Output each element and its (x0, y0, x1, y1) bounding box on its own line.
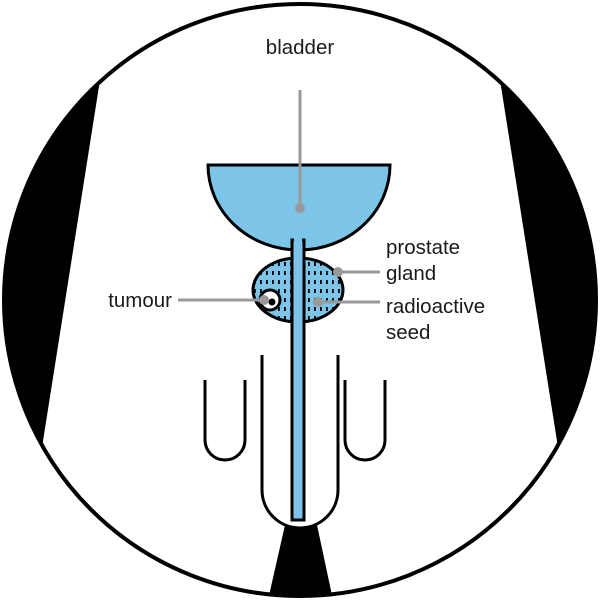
seed-label-line2: seed (386, 321, 430, 344)
urethra (290, 238, 306, 522)
bladder-leader-dot (295, 203, 305, 213)
left-scrotal-outline (203, 380, 247, 462)
tumour-label: tumour (108, 289, 172, 312)
tumour-leader-dot (259, 295, 269, 305)
bladder-label: bladder (266, 36, 335, 59)
rectum-shape (268, 525, 333, 597)
right-scrotal-outline (343, 380, 387, 462)
prostate-leader-dot (333, 267, 343, 277)
urethra-neck (294, 230, 302, 250)
prostate-label-line1: prostate (386, 236, 460, 259)
seed-label-line1: radioactive (386, 295, 485, 318)
prostate-label-line2: gland (386, 262, 436, 285)
seed-leader-dot (313, 297, 323, 307)
tumour-core (268, 298, 276, 306)
